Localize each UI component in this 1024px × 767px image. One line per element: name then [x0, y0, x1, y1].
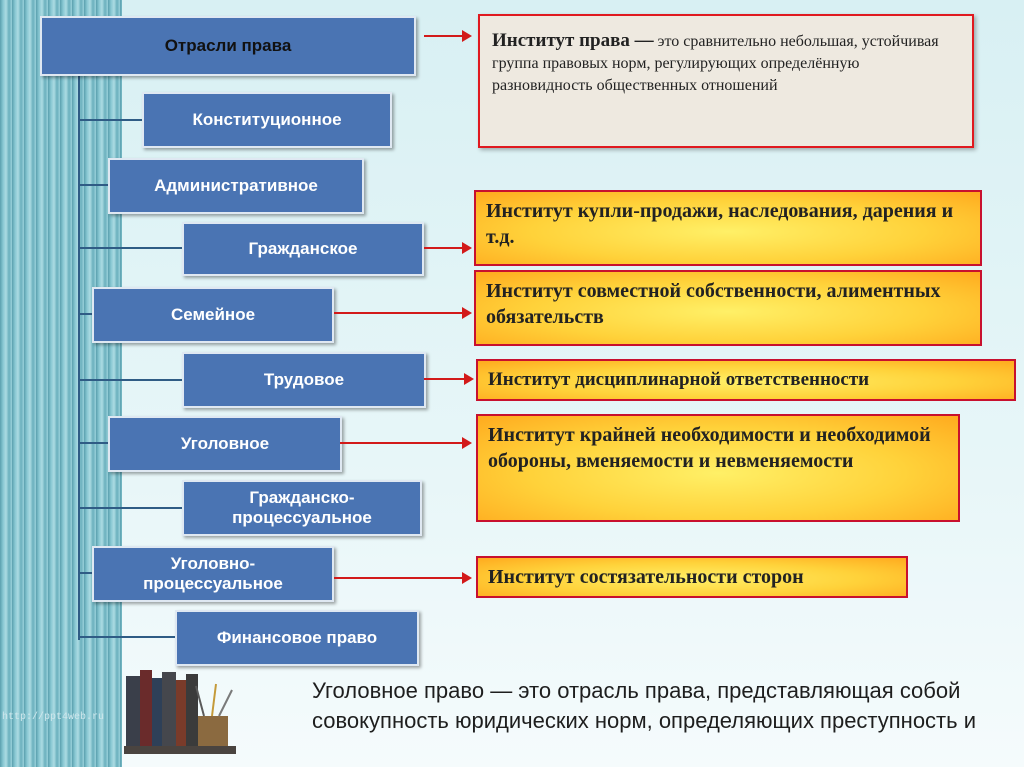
- institute-criminal: Институт крайней необходимости и необход…: [476, 414, 960, 522]
- arrow-civil: [424, 247, 470, 249]
- tree-branch-line: [78, 379, 182, 381]
- tree-branch-line: [78, 572, 92, 574]
- institute-labor: Институт дисциплинарной ответственности: [476, 359, 1016, 401]
- tree-branch-line: [78, 247, 182, 249]
- branch-civil: Гражданское: [182, 222, 424, 276]
- tree-branch-line: [78, 636, 175, 638]
- tree-branch-line: [78, 184, 108, 186]
- branch-civil-procedural: Гражданско- процессуальное: [182, 480, 422, 536]
- branch-administrative: Административное: [108, 158, 364, 214]
- arrow-criminal: [340, 442, 470, 444]
- tree-trunk-line: [78, 70, 80, 640]
- watermark: http://ppt4web.ru: [2, 712, 104, 723]
- branch-constitutional: Конституционное: [142, 92, 392, 148]
- branch-labor: Трудовое: [182, 352, 426, 408]
- institute-criminal-procedural: Институт состязательности сторон: [476, 556, 908, 598]
- institute-civil: Институт купли-продажи, наследования, да…: [474, 190, 982, 266]
- tree-branch-line: [78, 442, 108, 444]
- bottom-note: Уголовное право — это отрасль права, пре…: [312, 676, 1012, 736]
- institute-family: Институт совместной собственности, алиме…: [474, 270, 982, 346]
- tree-branch-line: [78, 507, 182, 509]
- arrow-labor: [424, 378, 472, 380]
- arrow-family: [334, 312, 470, 314]
- branch-criminal: Уголовное: [108, 416, 342, 472]
- branch-family: Семейное: [92, 287, 334, 343]
- books-illustration-icon: [124, 658, 244, 758]
- definition-box: Институт права — это сравнительно неболь…: [478, 14, 974, 148]
- arrow-criminal-procedural: [334, 577, 470, 579]
- decorative-stripe: [0, 0, 122, 767]
- header-box: Отрасли права: [40, 16, 416, 76]
- definition-term: Институт права —: [492, 30, 654, 51]
- tree-branch-line: [78, 313, 92, 315]
- arrow-to-definition: [424, 35, 470, 37]
- tree-branch-line: [78, 119, 143, 121]
- branch-criminal-procedural: Уголовно- процессуальное: [92, 546, 334, 602]
